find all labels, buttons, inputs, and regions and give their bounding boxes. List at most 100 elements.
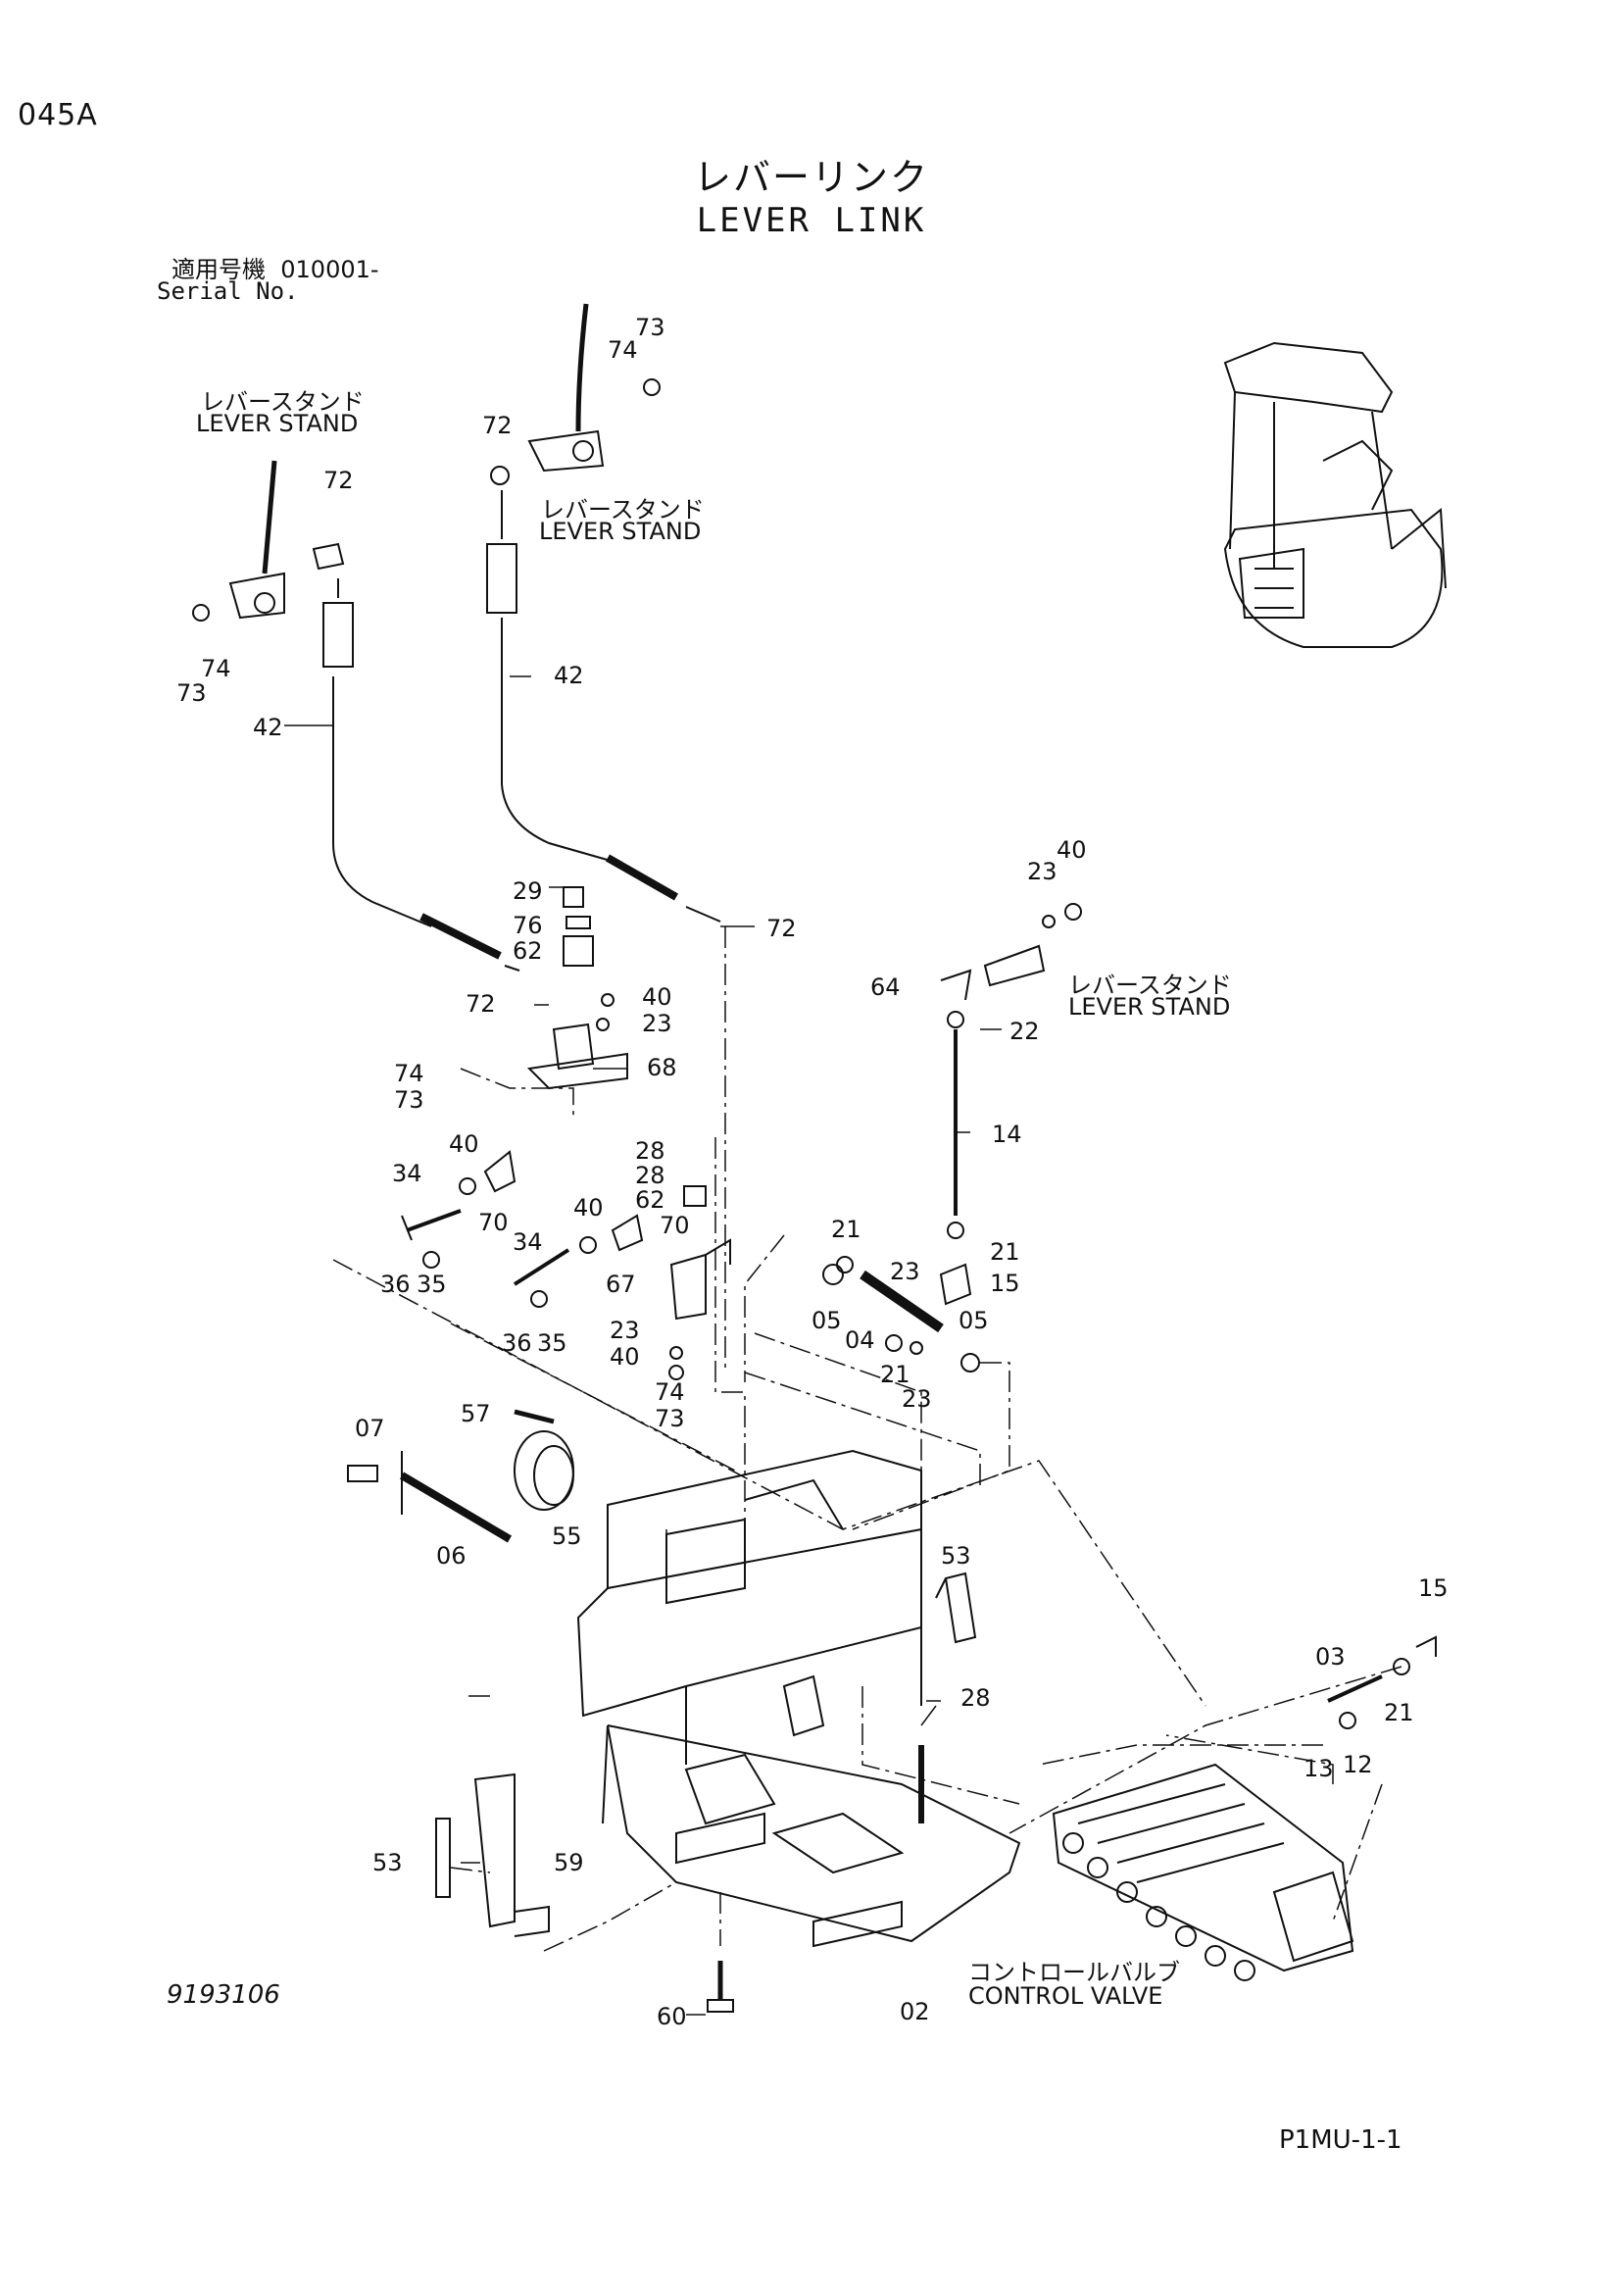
callout-12: 12 (1343, 1751, 1373, 1778)
callout-40-left: 40 (449, 1130, 479, 1158)
page-code: 045A (18, 98, 98, 132)
callout-05-right: 05 (959, 1307, 989, 1334)
callout-72-top: 72 (482, 412, 513, 439)
callout-42-center: 42 (554, 662, 584, 689)
serial-label-jp-text: 適用号機 (172, 256, 266, 283)
callout-21-low: 21 (1384, 1699, 1414, 1726)
lever-stand-right (939, 903, 1082, 1306)
document-number: 9193106 (167, 1980, 280, 2010)
callout-73-mid: 73 (394, 1086, 424, 1114)
page-title-en: LEVER LINK (696, 201, 927, 240)
callout-42-left: 42 (253, 714, 283, 741)
callout-04: 04 (845, 1326, 875, 1354)
callout-14: 14 (992, 1121, 1022, 1148)
shaft-04 (822, 1256, 980, 1373)
callout-34-left: 34 (392, 1160, 422, 1187)
lever-stand-label-jp-center: レバースタンド (541, 496, 705, 524)
callout-23-right: 23 (1027, 858, 1057, 885)
callout-34-center: 34 (513, 1228, 543, 1256)
serial-label-jp: 適用号機 010001- (172, 250, 379, 284)
lever-stand-label-jp-right: レバースタンド (1068, 972, 1232, 999)
callout-23-low: 23 (902, 1385, 932, 1413)
callout-55: 55 (552, 1522, 582, 1550)
page-title-jp: レバーリンク (693, 156, 929, 199)
pin-06 (347, 1451, 513, 1543)
callout-02: 02 (900, 1998, 930, 2025)
callout-72-mid: 72 (466, 990, 496, 1018)
bolt-60 (707, 1961, 734, 2013)
lever-stand-label-en-right: LEVER STAND (1068, 993, 1231, 1021)
callout-36-left: 36 (380, 1271, 411, 1298)
callout-29: 29 (513, 877, 543, 905)
callout-15-top: 15 (990, 1270, 1020, 1297)
callout-35-left: 35 (417, 1271, 447, 1298)
lever-stand-center (490, 303, 661, 485)
cable-center (486, 490, 721, 923)
control-valve-label-jp: コントロールバルブ (968, 1959, 1180, 1986)
serial-label-en: Serial No. (157, 277, 299, 305)
callout-73-left: 73 (176, 679, 207, 707)
callout-74-mid: 74 (394, 1060, 424, 1087)
callout-74-low: 74 (655, 1378, 685, 1406)
callout-21-c: 21 (880, 1361, 910, 1388)
callout-23-shaft: 23 (890, 1258, 920, 1285)
callout-72-left: 72 (323, 467, 354, 494)
serial-value: 010001- (280, 256, 379, 283)
bracket-67 (668, 1185, 731, 1380)
callout-74-top: 74 (608, 336, 638, 364)
control-valve (1052, 1763, 1354, 1981)
callout-15-low: 15 (1418, 1574, 1449, 1602)
callout-06: 06 (436, 1542, 467, 1570)
bracket-53-right (935, 1572, 977, 1644)
callout-23-top: 23 (642, 1010, 672, 1037)
callout-57: 57 (461, 1400, 491, 1427)
callout-21-b: 21 (990, 1238, 1020, 1266)
callout-53-left: 53 (372, 1849, 403, 1876)
callout-28-a: 28 (635, 1137, 665, 1165)
callout-59: 59 (554, 1849, 584, 1876)
phantom-lines (332, 926, 1402, 1952)
link-rod-34-left (401, 1150, 516, 1269)
callout-62-top: 62 (513, 937, 543, 965)
callout-05-left: 05 (812, 1307, 842, 1334)
page-reference: P1MU-1-1 (1279, 2125, 1402, 2155)
cable-left (322, 578, 520, 972)
machine-overview-illustration (1223, 341, 1447, 648)
callout-67: 67 (606, 1271, 636, 1298)
link-rod-34-center (513, 1214, 644, 1308)
callout-40-top: 40 (642, 983, 672, 1011)
control-valve-label-en: CONTROL VALVE (968, 1982, 1163, 2010)
callout-73-top: 73 (635, 314, 665, 341)
callout-22: 22 (1009, 1018, 1040, 1045)
callout-40-center: 40 (573, 1194, 604, 1222)
base-plate-02 (576, 1449, 1021, 1948)
callout-03: 03 (1315, 1643, 1346, 1671)
callout-70-center: 70 (660, 1212, 690, 1239)
lever-stand-left (192, 460, 345, 622)
callout-68: 68 (647, 1054, 677, 1081)
bracket-68 (526, 886, 628, 1090)
callout-40-center-low: 40 (610, 1343, 640, 1371)
callout-40-right: 40 (1057, 836, 1087, 864)
lever-stand-label-en-left: LEVER STAND (196, 410, 359, 437)
callout-numbers: 73 74 72 73 74 72 42 42 29 76 62 72 40 2… (176, 314, 1449, 2030)
stand-59 (435, 1772, 550, 1937)
callout-64: 64 (870, 973, 901, 1001)
callout-76: 76 (513, 912, 543, 939)
callout-07: 07 (355, 1415, 385, 1442)
lever-stand-label-jp-left: レバースタンド (201, 388, 365, 416)
callout-28-b: 28 (635, 1162, 665, 1189)
callout-53-right: 53 (941, 1542, 971, 1570)
callout-72-right: 72 (766, 915, 797, 942)
callout-13: 13 (1303, 1755, 1334, 1782)
callout-62-mid: 62 (635, 1186, 665, 1214)
callout-28-low: 28 (960, 1684, 991, 1712)
callout-70-left: 70 (478, 1209, 509, 1236)
leader-lines (284, 675, 1002, 2016)
callout-74-left: 74 (201, 655, 231, 682)
callout-36-center: 36 (502, 1329, 532, 1357)
lever-stand-label-en-center: LEVER STAND (539, 518, 702, 545)
callout-23-center: 23 (610, 1317, 640, 1344)
callout-60: 60 (657, 2003, 687, 2030)
